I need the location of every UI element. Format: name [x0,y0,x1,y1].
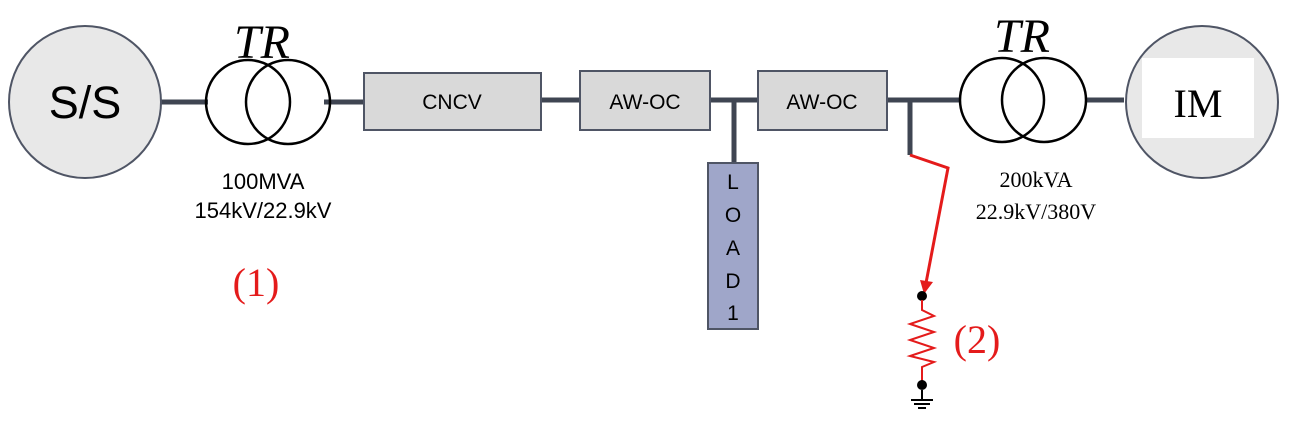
induction-motor-label-bg [1142,58,1254,138]
aw-oc-line-2-label: AW-OC [786,91,857,114]
load1-letter: O [725,204,741,227]
cncv-cable-label: CNCV [422,91,482,114]
fault-node-top [917,291,927,301]
induction-motor-label: IM [1174,81,1223,126]
load1-letter: 1 [727,302,739,325]
ground-icon [911,390,933,409]
transformer-1-symbol: TR [234,16,290,69]
load1-label: L O A D 1 [725,171,741,325]
transformer-1-rating: 100MVA [222,169,305,194]
transformer-2-symbol: TR [994,10,1050,63]
fault-node-bottom [917,380,927,390]
load1-letter: D [725,270,740,293]
aw-oc-line-2-box [757,70,888,131]
fault-resistor-icon [906,300,938,384]
marker-2: (2) [954,317,1001,362]
load1-letter: A [726,237,740,260]
cncv-cable-box [363,72,542,131]
substation-circle [8,25,162,179]
load1-letter: L [727,171,739,194]
transformer-2-voltage: 22.9kV/380V [976,199,1097,224]
aw-oc-line-1-label: AW-OC [609,91,680,114]
transformer-1 [204,58,332,146]
fault-arrow [909,153,950,284]
transformer-2-rating: 200kVA [1000,167,1073,192]
fault-arrow-head [920,280,933,294]
marker-1: (1) [233,260,280,305]
aw-oc-line-1-box [579,70,711,131]
transformer-2 [958,56,1088,144]
transformer-1-voltage: 154kV/22.9kV [195,198,332,223]
substation-label: S/S [49,77,122,128]
load1-box [707,162,759,330]
